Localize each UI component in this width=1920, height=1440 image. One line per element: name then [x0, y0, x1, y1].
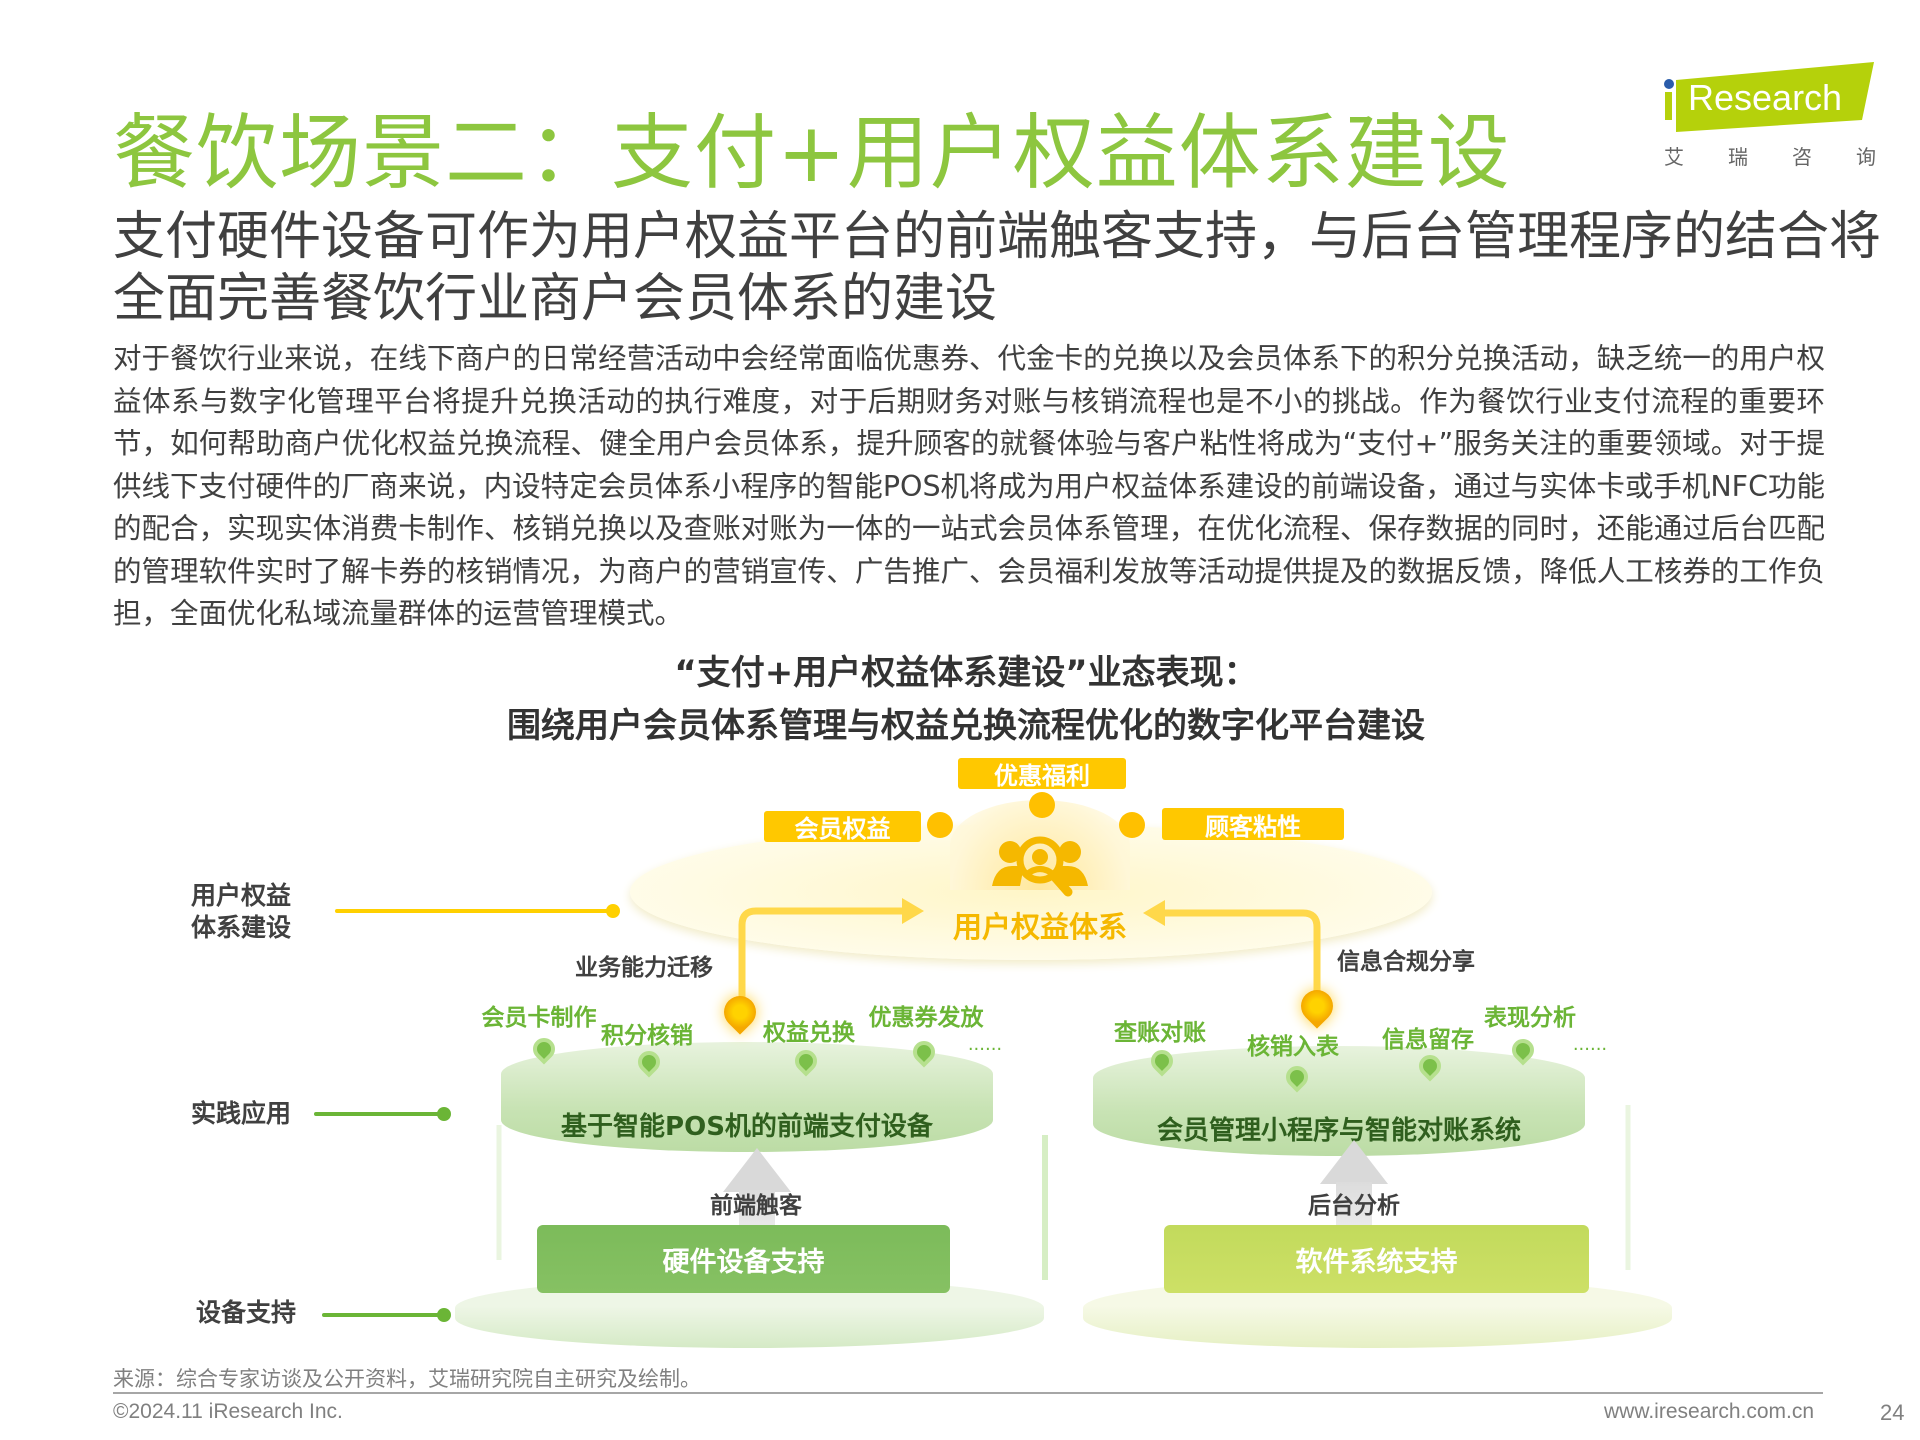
arrow-label-left: 前端触客 [710, 1193, 802, 1219]
website-link[interactable]: www.iresearch.com.cn [1604, 1400, 1815, 1423]
logo-char: 瑞 [1728, 145, 1748, 169]
benefit-member: 会员权益 [764, 811, 921, 843]
pin-label: 信息留存 [1382, 1027, 1474, 1053]
platform-left-label: 基于智能POS机的前端支付设备 [561, 1112, 933, 1142]
pin-more: ...... [967, 1034, 1003, 1055]
level-dot [437, 1308, 451, 1322]
subtitle: 支付硬件设备可作为用户权益平台的前端触客支持，与后台管理程序的结合将全面完善餐饮… [113, 207, 1882, 329]
level-label-mid: 实践应用 [191, 1099, 292, 1128]
benefit-dot [1119, 812, 1145, 838]
logo-chinese: 艾瑞咨询 [1664, 141, 1876, 170]
page-number: 24 [1880, 1400, 1905, 1425]
software-support-box: 软件系统支持 [1164, 1225, 1589, 1293]
level-connector [335, 909, 612, 913]
pin-label: 表现分析 [1484, 1005, 1576, 1031]
page-title: 餐饮场景二：支付+用户权益体系建设 [113, 106, 1511, 201]
level-label-line: 体系建设 [191, 913, 292, 942]
level-connector [314, 1112, 443, 1116]
logo-char: 艾 [1664, 145, 1684, 169]
logo-char: 咨 [1792, 145, 1812, 169]
pin-label: 核销入表 [1247, 1034, 1339, 1060]
source-note: 来源：综合专家访谈及公开资料，艾瑞研究院自主研究及绘制。 [113, 1367, 701, 1391]
arrow-left-icon [1143, 900, 1165, 926]
benefit-dot [927, 812, 953, 838]
pin-label: 权益兑换 [763, 1020, 855, 1046]
pin-label: 优惠券发放 [868, 1005, 984, 1031]
core-label: 用户权益体系 [952, 910, 1127, 944]
level-dot [437, 1107, 451, 1121]
iresearch-logo: Research [1662, 62, 1874, 132]
user-search-icon [990, 830, 1090, 906]
footer-divider [113, 1392, 1823, 1394]
pin-more: ...... [1572, 1034, 1608, 1055]
arrow-label-right: 后台分析 [1308, 1193, 1400, 1219]
copyright: ©2024.11 iResearch Inc. [113, 1400, 343, 1423]
arrow-right-icon [902, 898, 924, 924]
benefit-discount: 优惠福利 [958, 758, 1126, 790]
pin-label: 积分核销 [601, 1023, 693, 1049]
level-label-line: 用户权益 [191, 881, 292, 910]
benefit-loyalty: 顾客粘性 [1162, 808, 1344, 841]
pin-label: 会员卡制作 [481, 1005, 597, 1031]
level-connector [322, 1313, 443, 1317]
hardware-support-box: 硬件设备支持 [537, 1225, 950, 1293]
diagram-subheading: 围绕用户会员体系管理与权益兑换流程优化的数字化平台建设 [507, 706, 1425, 746]
up-arrow-icon [1320, 1140, 1388, 1184]
up-arrow-icon [723, 1148, 791, 1192]
flow-label-left: 业务能力迁移 [575, 955, 713, 981]
level-label-top: 用户权益体系建设 [191, 880, 291, 944]
diagram-heading: “支付+用户权益体系建设”业态表现： [674, 653, 1258, 693]
platform-left [501, 1042, 993, 1152]
logo-text: Research [1688, 77, 1842, 118]
body-paragraph: 对于餐饮行业来说，在线下商户的日常经营活动中会经常面临优惠券、代金卡的兑换以及会… [113, 342, 1825, 630]
level-label-bottom: 设备支持 [196, 1298, 297, 1327]
benefit-dot [1029, 792, 1055, 818]
level-dot [606, 904, 620, 918]
logo-char: 询 [1856, 145, 1876, 169]
pin-label: 查账对账 [1114, 1020, 1206, 1046]
flow-label-right: 信息合规分享 [1337, 949, 1475, 975]
platform-right [1093, 1046, 1585, 1156]
